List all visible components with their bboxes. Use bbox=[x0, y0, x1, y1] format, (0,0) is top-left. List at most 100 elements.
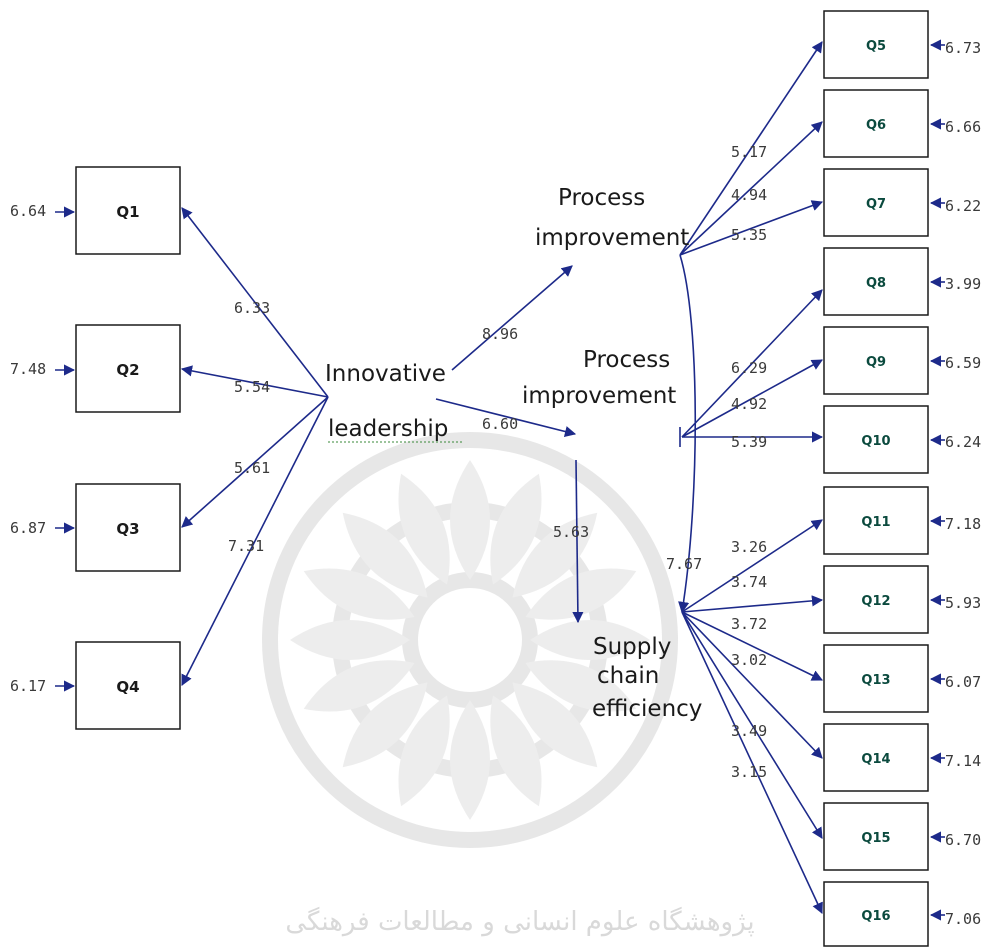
latent-innovative-line1: Innovative bbox=[325, 361, 446, 387]
watermark-text: پژوهشگاه علوم انسانی و مطالعات فرهنگی bbox=[285, 906, 754, 937]
arrow-supply-to-q13 bbox=[681, 611, 824, 681]
left-indicator-q1[interactable]: Q1 bbox=[75, 166, 181, 255]
watermark-petal bbox=[303, 660, 415, 712]
coef-q12: 3.74 bbox=[731, 573, 767, 591]
watermark-petal bbox=[342, 682, 428, 768]
watermark-petal bbox=[398, 695, 450, 807]
watermark-petal bbox=[398, 473, 450, 585]
watermark-emblem bbox=[262, 432, 678, 848]
right-indicator-q15[interactable]: Q15 bbox=[823, 802, 929, 871]
arrow-process2-to-q8 bbox=[681, 289, 823, 438]
coef-innovative-to-process1: 8.96 bbox=[482, 325, 518, 343]
coef-q10: 5.39 bbox=[731, 433, 767, 451]
watermark-petal bbox=[530, 620, 650, 660]
error-q13: 6.07 bbox=[945, 673, 981, 691]
watermark-petal bbox=[512, 682, 598, 768]
left-indicator-q3[interactable]: Q3 bbox=[75, 483, 181, 572]
arrow-process1-to-supply bbox=[678, 254, 697, 614]
error-q12: 5.93 bbox=[945, 594, 981, 612]
arrow-innovative-to-process1 bbox=[451, 265, 573, 371]
error-q2: 7.48 bbox=[10, 360, 46, 378]
error-q10: 6.24 bbox=[945, 433, 981, 451]
latent-supply-line3: efficiency bbox=[592, 696, 702, 722]
coef-q1: 6.33 bbox=[234, 299, 270, 317]
coef-q6: 4.94 bbox=[731, 186, 767, 204]
box-label-q11: Q11 bbox=[861, 515, 890, 530]
arrow-process2-to-q9 bbox=[681, 359, 823, 438]
box-label-q5: Q5 bbox=[866, 39, 886, 54]
arrow-innovative-to-q3 bbox=[181, 396, 329, 528]
box-label-q15: Q15 bbox=[861, 831, 890, 846]
box-label-q7: Q7 bbox=[866, 197, 886, 212]
watermark-petal bbox=[290, 620, 410, 660]
box-label-q3: Q3 bbox=[116, 520, 139, 538]
watermark-petal bbox=[512, 512, 598, 598]
box-label-q10: Q10 bbox=[861, 434, 890, 449]
right-indicator-q9[interactable]: Q9 bbox=[823, 326, 929, 395]
box-label-q8: Q8 bbox=[866, 276, 886, 291]
box-label-q14: Q14 bbox=[861, 752, 890, 767]
right-indicator-q12[interactable]: Q12 bbox=[823, 565, 929, 634]
right-indicator-q10[interactable]: Q10 bbox=[823, 405, 929, 474]
left-indicator-q4[interactable]: Q4 bbox=[75, 641, 181, 730]
arrow-supply-to-q11 bbox=[681, 519, 823, 613]
right-indicator-q13[interactable]: Q13 bbox=[823, 644, 929, 713]
right-indicator-q14[interactable]: Q14 bbox=[823, 723, 929, 792]
left-indicator-q2[interactable]: Q2 bbox=[75, 324, 181, 413]
coef-q2: 5.54 bbox=[234, 378, 270, 396]
watermark-petal bbox=[342, 512, 428, 598]
coef-q15: 3.49 bbox=[731, 722, 767, 740]
coef-process2-to-supply: 5.63 bbox=[553, 523, 589, 541]
error-q5: 6.73 bbox=[945, 39, 981, 57]
arrow-supply-to-q16 bbox=[681, 611, 823, 915]
box-label-q1: Q1 bbox=[116, 203, 139, 221]
coef-q14: 3.02 bbox=[731, 651, 767, 669]
arrow-innovative-to-q1 bbox=[181, 207, 329, 398]
latent-process1-line2: improvement bbox=[535, 225, 689, 251]
coef-q4: 7.31 bbox=[228, 537, 264, 555]
box-label-q4: Q4 bbox=[116, 678, 139, 696]
right-indicator-q8[interactable]: Q8 bbox=[823, 247, 929, 316]
arrow-process1-to-q5 bbox=[679, 41, 823, 256]
latent-supply-line1: Supply bbox=[593, 634, 671, 660]
error-q8: 3.99 bbox=[945, 275, 981, 293]
box-label-q12: Q12 bbox=[861, 594, 890, 609]
path-lines bbox=[55, 39, 945, 921]
latent-process1-line1: Process bbox=[558, 185, 645, 211]
coef-q3: 5.61 bbox=[234, 459, 270, 477]
watermark-petal bbox=[490, 473, 542, 585]
right-indicator-q6[interactable]: Q6 bbox=[823, 89, 929, 158]
arrow-process1-to-q7 bbox=[679, 200, 824, 256]
arrow-supply-to-q14 bbox=[681, 611, 823, 759]
watermark-petal bbox=[525, 660, 637, 712]
box-label-q2: Q2 bbox=[116, 361, 139, 379]
coef-q8: 6.29 bbox=[731, 359, 767, 377]
error-q15: 6.70 bbox=[945, 831, 981, 849]
box-label-q16: Q16 bbox=[861, 909, 890, 924]
latent-process2-line1: Process bbox=[583, 347, 670, 373]
arrow-innovative-to-q2 bbox=[180, 365, 329, 398]
watermark-petal bbox=[490, 695, 542, 807]
error-q11: 7.18 bbox=[945, 515, 981, 533]
coef-q7: 5.35 bbox=[731, 226, 767, 244]
error-q14: 7.14 bbox=[945, 752, 981, 770]
arrow-innovative-to-process2 bbox=[435, 398, 577, 437]
right-indicator-q11[interactable]: Q11 bbox=[823, 486, 929, 555]
box-label-q6: Q6 bbox=[866, 118, 886, 133]
coef-process1-to-supply: 7.67 bbox=[666, 555, 702, 573]
coef-q16: 3.15 bbox=[731, 763, 767, 781]
box-label-q9: Q9 bbox=[866, 355, 886, 370]
coef-q9: 4.92 bbox=[731, 395, 767, 413]
right-indicator-q16[interactable]: Q16 bbox=[823, 881, 929, 947]
coef-q5: 5.17 bbox=[731, 143, 767, 161]
latent-innovative-line2: leadership bbox=[328, 416, 448, 442]
right-indicator-q7[interactable]: Q7 bbox=[823, 168, 929, 237]
arrow-supply-to-q15 bbox=[681, 611, 823, 839]
right-indicator-q5[interactable]: Q5 bbox=[823, 10, 929, 79]
error-q9: 6.59 bbox=[945, 354, 981, 372]
error-q3: 6.87 bbox=[10, 519, 46, 537]
latent-supply-line2: chain bbox=[597, 663, 659, 689]
error-q1: 6.64 bbox=[10, 202, 46, 220]
